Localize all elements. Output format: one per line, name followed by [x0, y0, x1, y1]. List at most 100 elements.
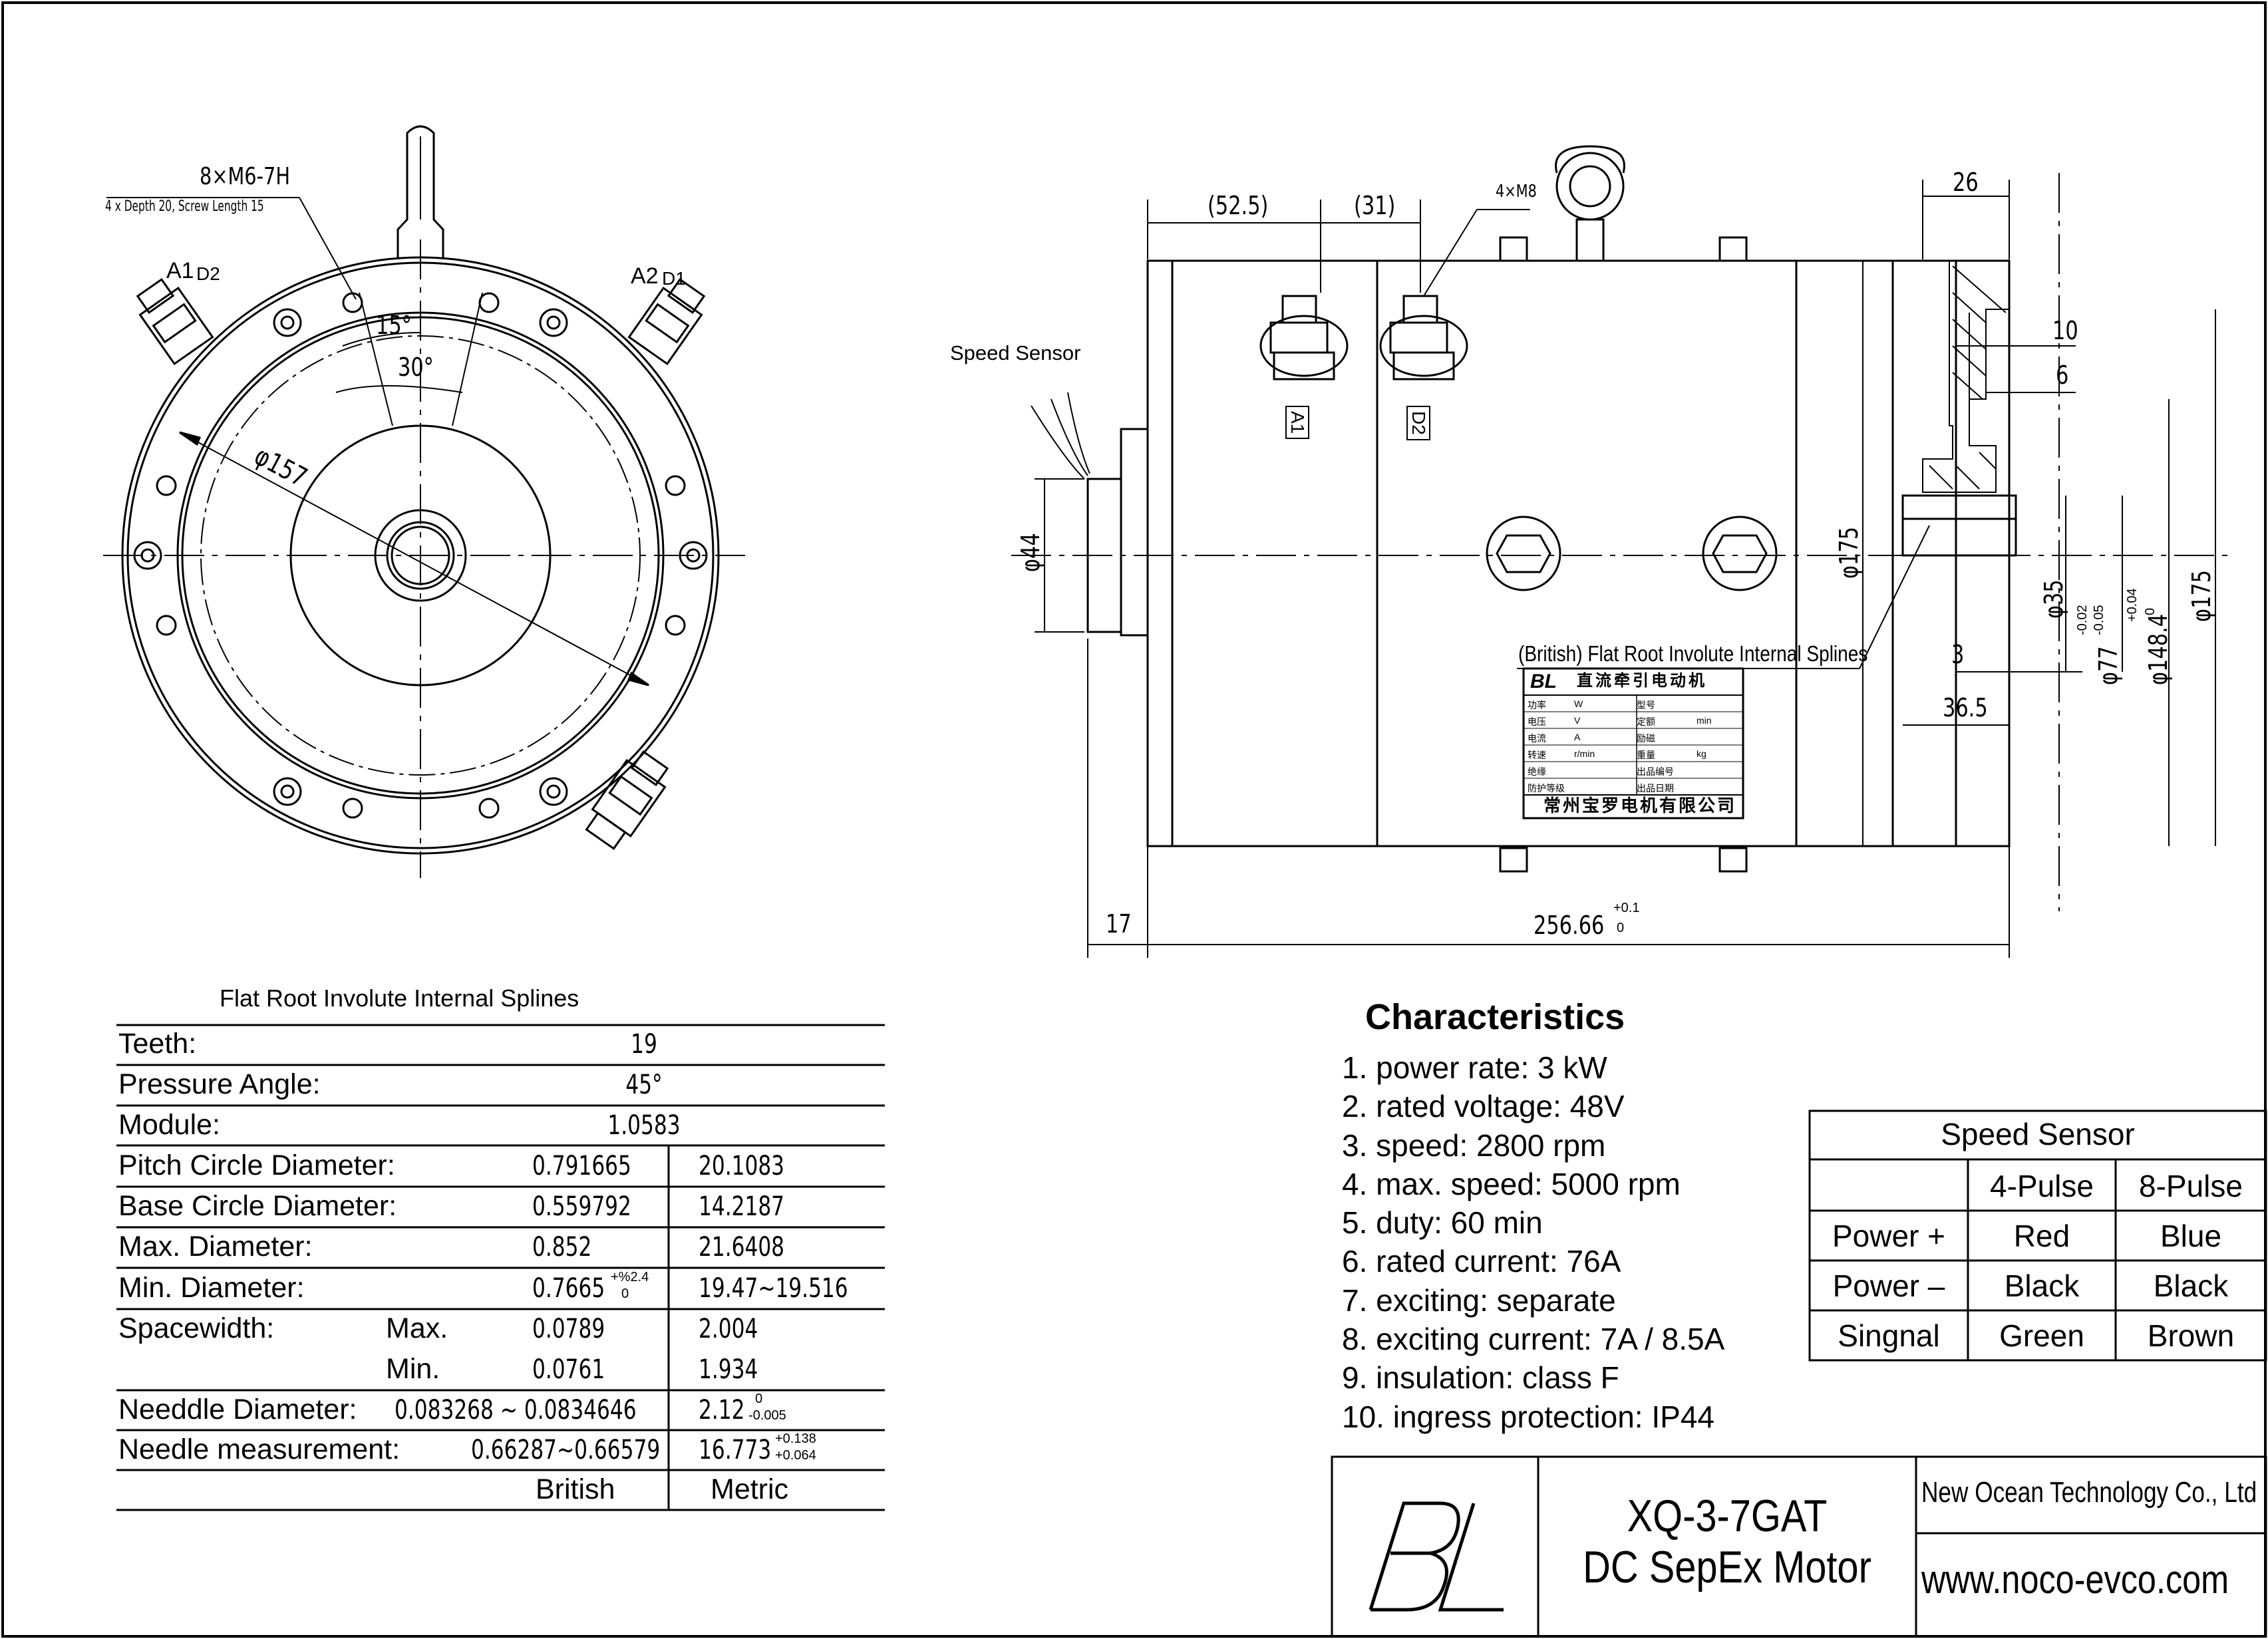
speed-sensor-title: Speed Sensor [1941, 1117, 2135, 1151]
nameplate-cell [1574, 765, 1637, 782]
characteristic-item: 1. power rate: 3 kW [1342, 1050, 1607, 1085]
company-website[interactable]: www.noco-evco.com [1921, 1557, 2229, 1602]
spline-row-british: 0.0761 [532, 1354, 605, 1385]
nameplate-cell: 型号 [1637, 700, 1655, 710]
nameplate-rows: 功率 W 型号 电压 V 定额 min 电流 A 励磁 转速 r/min 重量 … [1528, 698, 1740, 798]
thread-spec-label: 8×M6-7H [200, 163, 290, 190]
side-terminal-a1 [1259, 295, 1349, 380]
characteristic-item: 7. exciting: separate [1342, 1282, 1616, 1318]
nameplate-row: 防护等级 出品日期 [1528, 782, 1740, 798]
speed-sensor-cell: Red [2013, 1219, 2070, 1253]
spline-row-british-tol-bot: 0 [621, 1286, 629, 1301]
spline-row-metric-tol-bot: -0.005 [748, 1408, 786, 1423]
speed-sensor-row-label: Power + [1832, 1219, 1946, 1253]
nameplate-footer: 常州宝罗电机有限公司 [1543, 796, 1737, 816]
dim-length-tol-top: +0.1 [1613, 901, 1640, 915]
characteristic-item: 5. duty: 60 min [1342, 1205, 1543, 1241]
terminal-right [627, 277, 706, 366]
side-view-geometry [1011, 145, 2235, 958]
spline-row-metric: 19.47~19.516 [699, 1273, 848, 1304]
spline-row-value: 45° [625, 1070, 663, 1100]
spline-row-metric-tol-top: +0.138 [775, 1431, 816, 1446]
characteristic-item: 2. rated voltage: 48V [1342, 1089, 1625, 1124]
stud-spec-label: 4×M8 [1496, 182, 1537, 202]
spline-row-label: Needdle Diameter: [118, 1394, 357, 1425]
col-british-header: British [536, 1473, 615, 1505]
speed-sensor-cell: Black [2004, 1268, 2080, 1303]
nameplate-cell: kg [1697, 748, 1706, 759]
dia-148-tol-top: +0.04 [2125, 588, 2140, 622]
nameplate-row: 功率 W 型号 [1528, 698, 1740, 715]
nameplate-header: 直流牵引电动机 [1577, 672, 1707, 690]
spline-callout-label: (British) Flat Root Involute Internal Sp… [1518, 641, 1868, 666]
spline-row-british-tol: +%2.4 [611, 1270, 649, 1284]
spline-row-sub: Max. [386, 1312, 448, 1344]
dim-length-label: 256.66 [1534, 911, 1605, 940]
speed-sensor-callout: Speed Sensor [950, 341, 1081, 365]
nameplate-cell: 定额 [1637, 716, 1655, 727]
col-metric-header: Metric [711, 1473, 789, 1505]
side-terminal-a1-label: A1 [1285, 406, 1309, 440]
spline-row-label: Pitch Circle Diameter: [118, 1149, 395, 1181]
dim-10-label: 10 [2052, 316, 2078, 345]
spline-row-label: Needle measurement: [118, 1433, 401, 1465]
spline-row-metric: 2.12 [699, 1395, 745, 1425]
spline-row-label: Module: [118, 1109, 220, 1141]
dia-175-inner-label: φ175 [1834, 526, 1863, 579]
terminal-a2-label: A2 [631, 263, 659, 289]
spline-row-value: 19 [631, 1029, 657, 1060]
spline-row-british: 0.791665 [532, 1151, 631, 1181]
terminal-a1-label: A1 [166, 258, 194, 283]
dia-77-label: φ77 [2094, 646, 2123, 685]
nameplate-row: 电流 A 励磁 [1528, 732, 1740, 748]
speed-sensor-cell: Blue [2160, 1219, 2222, 1253]
spline-row-metric-tol-top: 0 [755, 1392, 763, 1406]
dim-6-label: 6 [2056, 361, 2069, 390]
spline-row-label: Spacewidth: [118, 1312, 275, 1344]
speed-sensor-col-8pulse: 8-Pulse [2139, 1169, 2243, 1203]
characteristics-title: Characteristics [1365, 997, 1625, 1037]
dim-26-label: 26 [1953, 168, 1979, 197]
angle-30-label: 30° [398, 353, 434, 382]
spline-row-label: Min. Diameter: [118, 1272, 305, 1304]
spline-row-label: Base Circle Diameter: [118, 1190, 397, 1222]
nameplate-cell: 出品日期 [1637, 783, 1674, 794]
characteristic-item: 6. rated current: 76A [1342, 1244, 1621, 1279]
nameplate-cell: 重量 [1637, 750, 1655, 760]
nameplate-cell: V [1574, 715, 1581, 726]
dia-35-label: φ35 [2039, 579, 2068, 619]
dia-44-label: φ44 [1016, 533, 1045, 572]
speed-sensor-row-label: Singnal [1838, 1318, 1940, 1353]
dim-length-tol-bot: 0 [1617, 921, 1625, 935]
characteristic-item: 8. exciting current: 7A / 8.5A [1342, 1322, 1725, 1357]
nameplate-cell: 防护等级 [1528, 783, 1565, 794]
spline-row-metric-tol-bot: +0.064 [775, 1448, 816, 1463]
spline-row-british: 0.7665 [532, 1273, 605, 1304]
spline-row-value: 1.0583 [607, 1110, 681, 1141]
dim-17-label: 17 [1106, 909, 1132, 939]
nameplate-cell: A [1574, 732, 1581, 742]
dim-31-label: (31) [1354, 191, 1396, 220]
nameplate-cell: min [1697, 715, 1712, 726]
spline-row-metric: 2.004 [699, 1314, 758, 1344]
nameplate-cell: 电压 [1528, 716, 1546, 727]
speed-sensor-cell: Green [1999, 1318, 2084, 1353]
side-terminal-d2 [1379, 295, 1468, 380]
nameplate-row: 绝缘 出品编号 [1528, 765, 1740, 782]
characteristic-item: 4. max. speed: 5000 rpm [1342, 1166, 1681, 1201]
spline-row-label: Max. Diameter: [118, 1231, 313, 1263]
spline-row-metric: 21.6408 [699, 1232, 785, 1263]
speed-sensor-cell: Brown [2147, 1318, 2235, 1353]
spline-row-metric: 20.1083 [699, 1151, 785, 1181]
company-name: New Ocean Technology Co., Ltd [1921, 1476, 2257, 1509]
spline-row-metric: 14.2187 [699, 1191, 785, 1222]
spline-row-british: 0.852 [532, 1232, 592, 1263]
angle-15-label: 15° [376, 311, 412, 340]
spline-row-label: Teeth: [118, 1028, 197, 1060]
dim-52-5-label: (52.5) [1208, 191, 1269, 220]
spline-row-british: 0.66287~0.66579 [471, 1435, 661, 1465]
speed-sensor-row-label: Power – [1832, 1268, 1945, 1303]
logo-graphic [1369, 1501, 1504, 1612]
